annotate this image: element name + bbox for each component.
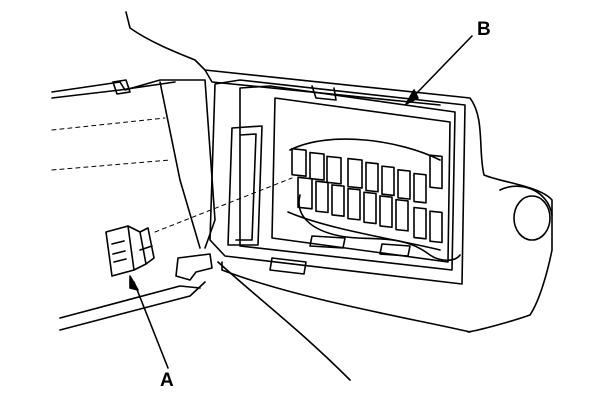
dashboard-lower-curve: [217, 261, 351, 381]
fuse-box-bottom-clip-2: [379, 243, 411, 257]
side-panel-outline: [51, 79, 216, 249]
dashboard-slot: [269, 257, 307, 275]
fuse-panel-body: [271, 97, 451, 263]
fuse-row-lower: [297, 176, 443, 244]
fuse-box-inner-frame: [239, 85, 456, 271]
removed-fuse: [105, 225, 155, 277]
callout-label-b: B: [477, 19, 491, 40]
dashboard-knob: [513, 195, 551, 241]
guide-dashed-line: [154, 177, 293, 233]
fuse-row-upper: [291, 147, 443, 204]
arrowhead-b: [405, 89, 419, 105]
side-panel-clip: [112, 79, 131, 95]
side-panel-top-strip: [51, 81, 176, 99]
fuse-box-top-tab: [311, 85, 337, 101]
side-panel-inner-edge: [159, 81, 201, 249]
dashboard-top-edge: [125, 11, 553, 333]
fuse-puller: [175, 253, 213, 281]
fuse-panel-rail-top: [289, 138, 441, 161]
leader-line-a: [133, 281, 169, 369]
dashboard-inner-edge: [204, 69, 441, 106]
side-panel-dashed: [51, 117, 171, 171]
dashboard-knob-recess: [499, 185, 553, 216]
dashboard-lower-panel: [221, 261, 471, 333]
arrowhead-a: [129, 275, 139, 291]
fuse-panel-wire: [298, 194, 461, 262]
leader-line-b: [411, 35, 473, 99]
fuse-box-bottom-clip-1: [309, 235, 346, 249]
fuse-box-left-slot-inner: [235, 133, 257, 241]
floor-trim-line: [59, 281, 206, 331]
fuse-box-left-slot: [227, 125, 263, 246]
callout-label-a: A: [160, 370, 174, 391]
fuse-box-housing: [209, 79, 466, 285]
